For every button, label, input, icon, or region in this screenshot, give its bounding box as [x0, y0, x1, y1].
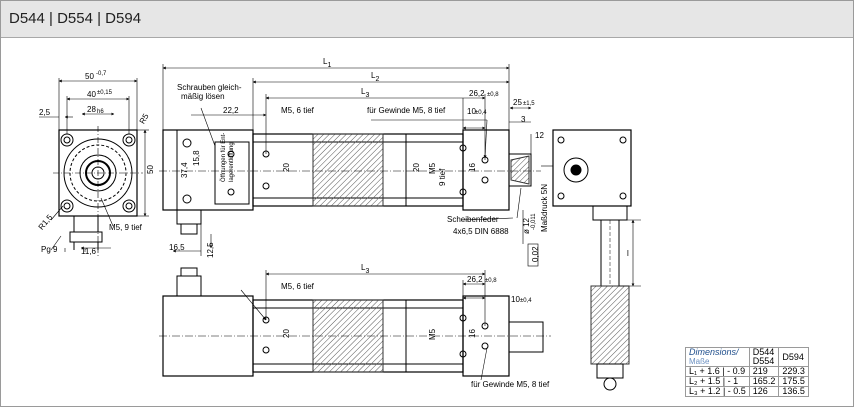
label-gewinde-m5-8-bottom: für Gewinde M5, 8 tief	[471, 380, 550, 389]
dim-shaft-tol-1: -0,011	[531, 213, 537, 230]
dim-22-2: 22,2	[223, 106, 239, 115]
side-view-top-labels: L1 L2 L3 Schrauben gleich- mäßig lösen 2…	[169, 57, 549, 262]
dim-26-2-bottom: 26,2	[467, 275, 483, 284]
dim-16-b: 16	[468, 329, 477, 338]
dim-11-6: 11,6	[81, 247, 97, 256]
side-view-bottom	[159, 267, 551, 377]
label-m5-6: M5, 6 tief	[281, 106, 315, 115]
side-view-bottom-dims	[240, 270, 488, 381]
label-schrauben-1: Schrauben gleich-	[177, 83, 242, 92]
right-view-dims	[619, 219, 641, 287]
dim-26-2-bottom-tol: ±0,8	[485, 278, 497, 284]
dim-25-tol: ±1,5	[523, 101, 535, 107]
side-view-bottom-labels: L3 M5, 6 tief 26,2 ±0,8 10 ±0,4 20 M5 16…	[281, 263, 550, 389]
dim-r5: R5	[138, 112, 151, 126]
dim-37-4: 37,4	[180, 162, 189, 178]
dim-16-5: 16,5	[169, 243, 185, 252]
label-m5-6-bottom: M5, 6 tief	[281, 282, 315, 291]
dim-28-tol: h6	[97, 109, 104, 115]
dim-l-small: l	[627, 249, 629, 258]
table-cell: 165.2	[748, 376, 780, 387]
label-massdruck: Maßdruck 5N	[540, 184, 549, 232]
table-cell: 126	[748, 386, 780, 397]
front-view	[53, 126, 143, 258]
table-cell: L₂ + 1.5 | - 1	[685, 376, 750, 387]
dim-m5-9: M5, 9 tief	[109, 223, 143, 232]
dim-50-vertical: 50	[146, 165, 155, 174]
dim-r1-5: R1,5	[37, 212, 55, 231]
dim-l3: L3	[361, 87, 369, 99]
dim-l1: L1	[323, 57, 331, 69]
dim-26-2-tol: ±0,8	[487, 92, 499, 98]
dim-3: 3	[521, 115, 526, 124]
dim-28: 28	[87, 105, 96, 114]
side-view-top	[159, 129, 541, 235]
dim-16-a: 16	[468, 163, 477, 172]
label-9-tief: 9 tief	[438, 168, 447, 186]
dim-25: 25	[513, 98, 522, 107]
dim-40: 40	[87, 90, 96, 99]
label-gewinde-m5-8: für Gewinde M5, 8 tief	[367, 106, 446, 115]
table-row: L₃ + 1.2 | - 0.5 126 136.5	[685, 386, 809, 397]
title-bar: D544 | D554 | D594	[1, 1, 853, 38]
dim-2-5: 2,5	[39, 108, 51, 117]
label-oeffnungen-2: lagerentlüftung	[229, 142, 235, 182]
front-view-dimensions	[39, 78, 149, 252]
table-header-dimensions: Dimensions/Maße	[685, 347, 750, 367]
label-m5-a: M5	[428, 162, 437, 174]
table-cell: 219	[748, 366, 780, 377]
table-row: L₂ + 1.5 | - 1 165.2 175.5	[685, 376, 809, 387]
dim-10-bottom-tol: ±0,4	[520, 298, 532, 304]
label-m5-b: M5	[428, 328, 437, 340]
dim-26-2: 26,2	[469, 89, 485, 98]
label-schrauben-2: mäßig lösen	[181, 92, 225, 101]
table-cell: L₁ + 1.6 | - 0.9	[685, 366, 750, 377]
dim-40-tol: ±0,15	[97, 90, 113, 96]
table-row: L₁ + 1.6 | - 0.9 219 229.3	[685, 366, 809, 377]
side-view-top-dims	[162, 64, 539, 267]
label-oeffnungen: Öffnungen für Ent-	[220, 133, 227, 182]
dim-l2: L2	[371, 71, 379, 83]
technical-drawing: 50 -0,7 40 ±0,15 28 h6 2,5 R5 50 R1,5 M5…	[37, 57, 641, 391]
dim-20-b: 20	[412, 163, 421, 172]
dim-15-8: 15,8	[192, 150, 201, 166]
table-cell: L₃ + 1.2 | - 0.5	[685, 386, 750, 397]
dim-pg9: Pg 9	[41, 245, 58, 254]
dim-20-a: 20	[282, 163, 291, 172]
label-din: 4x6,5 DIN 6888	[453, 227, 509, 236]
table-cell: 136.5	[778, 386, 809, 397]
dim-shaft-12: ø 12	[522, 217, 531, 234]
dim-10-bottom: 10	[511, 295, 520, 304]
page-title: D544 | D554 | D594	[9, 10, 142, 27]
table-header-d594: D594	[778, 347, 809, 367]
right-view	[541, 129, 632, 391]
dim-12-5: 12,5	[206, 242, 215, 258]
dim-l3-bottom: L3	[361, 263, 369, 275]
label-scheibenfeder: Scheibenfeder	[447, 215, 499, 224]
dim-20-c: 20	[282, 329, 291, 338]
label-tol-002: 0,02	[531, 246, 540, 262]
dim-50-tol: -0,7	[96, 71, 107, 77]
dim-10-tol: ±0,4	[475, 110, 487, 116]
table-cell: 175.5	[778, 376, 809, 387]
dim-50: 50	[85, 72, 94, 81]
dim-10: 10	[467, 107, 476, 116]
dim-12: 12	[535, 131, 544, 140]
table-cell: 229.3	[778, 366, 809, 377]
